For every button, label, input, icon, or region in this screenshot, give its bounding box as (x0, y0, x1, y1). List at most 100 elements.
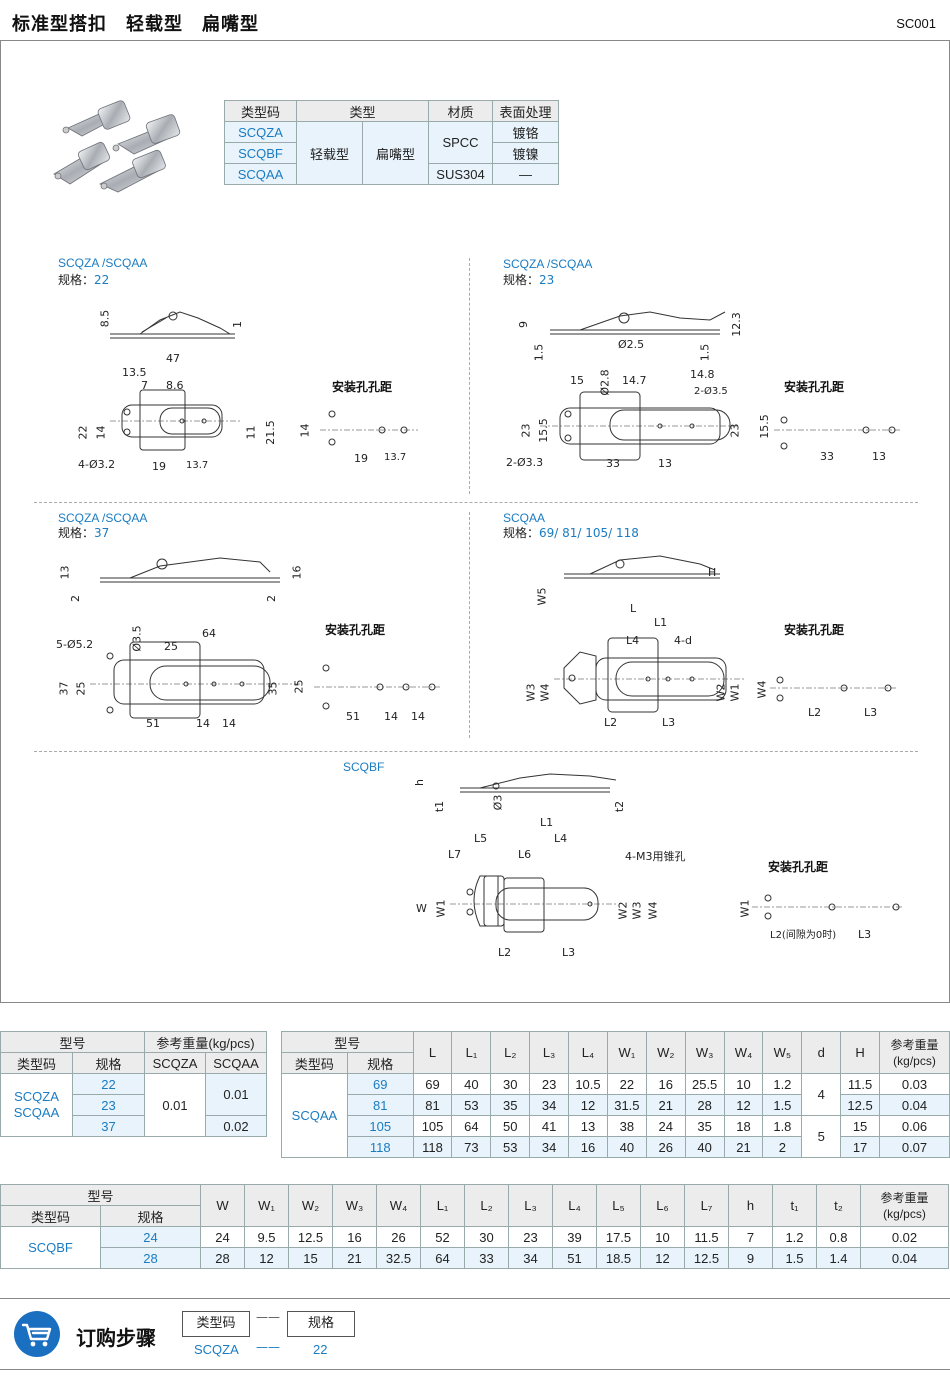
latch-photo-icon (53, 100, 181, 193)
col-header: L₃ (529, 1031, 570, 1074)
s1-spec: 规格：22 (58, 273, 110, 287)
dim-label: L6 (518, 848, 532, 861)
dim-label: W5 (535, 587, 549, 606)
col-header: W₁ (244, 1184, 289, 1227)
value-cell: 34 (529, 1136, 570, 1158)
col-header: t₁ (772, 1184, 817, 1227)
mount-label: 安装孔孔距 (768, 860, 829, 874)
cart-icon (14, 1311, 60, 1357)
dim-label: 19 (354, 452, 368, 465)
spec-cell: 22 (72, 1073, 145, 1095)
col-header: W₄ (376, 1184, 421, 1227)
value-cell: 69 (412, 1073, 453, 1095)
dim-label: 4-M3用锥孔 (625, 850, 686, 863)
dim-label: L7 (448, 848, 462, 861)
s2-drawing (540, 311, 740, 461)
dim-label: 13 (658, 457, 672, 470)
s1-codes: SCQZA /SCQAA (58, 256, 148, 270)
dim-label: 13.7 (186, 460, 209, 471)
dim-label: 14 (411, 710, 425, 723)
col-header: L₄ (568, 1031, 608, 1074)
section-divider-v (469, 512, 470, 738)
page-title: 标准型搭扣 轻载型 扁嘴型 (12, 14, 259, 35)
dim-label: L1 (540, 816, 554, 829)
s5-mount-drawing (752, 894, 902, 920)
type-code-cell: SCQAA (224, 163, 297, 185)
weight-cell: 0.02 (860, 1226, 949, 1248)
s5-codes: SCQBF (343, 760, 385, 774)
dim-label: W4 (755, 680, 769, 699)
dim-label: L2(间隙为0时) (770, 930, 837, 941)
s3-mount-drawing (314, 664, 442, 710)
col-header: W₄ (723, 1031, 764, 1074)
dim-label: 5-Ø5.2 (56, 638, 94, 651)
value-cell: 24 (645, 1115, 686, 1137)
s3-drawing (90, 557, 300, 719)
dimension-table-aa: 型号 L L₁ L₂ L₃ L₄ W₁ W₂ W₃ W₄ W₅ d H 参考重量… (281, 1031, 950, 1158)
dim-label: 11 (244, 425, 258, 440)
dim-label: Ø3 (491, 794, 505, 811)
value-cell: 64 (451, 1115, 492, 1137)
dim-label: 15.5 (757, 414, 771, 439)
dim-label: Ø3.5 (130, 625, 144, 652)
value-cell: 21 (332, 1247, 377, 1269)
value-cell: 23 (508, 1226, 553, 1248)
value-cell: 11.5 (684, 1226, 729, 1248)
dim-label: L3 (662, 716, 676, 729)
col-header: L₅ (596, 1184, 641, 1227)
spec-cell: 28 (100, 1247, 201, 1269)
value-cell: 41 (529, 1115, 570, 1137)
col-header: L₁ (451, 1031, 492, 1074)
value-cell: 10 (640, 1226, 685, 1248)
weight-header: 参考重量(kg/pcs) (144, 1031, 267, 1053)
col-type: 类型码 (0, 1052, 73, 1074)
value-cell: 12 (244, 1247, 289, 1269)
dim-label: L3 (858, 928, 872, 941)
value-cell: 12 (723, 1094, 764, 1116)
value-cell: 1.4 (816, 1247, 861, 1269)
type-table-header-finish: 表面处理 (492, 100, 559, 122)
s4-codes: SCQAA (503, 511, 546, 525)
dim-label: 25 (74, 681, 88, 696)
dim-label: 13.7 (384, 452, 407, 463)
dim-label: 1.5 (698, 343, 712, 362)
mount-label: 安装孔孔距 (325, 623, 386, 637)
value-cell: 51 (552, 1247, 597, 1269)
dim-label: W2 (714, 683, 728, 702)
dim-label: 51 (346, 710, 360, 723)
value-cell: 1.2 (762, 1073, 803, 1095)
col-header: W₂ (288, 1184, 333, 1227)
value-cell: 15 (840, 1115, 881, 1137)
product-photo (48, 88, 198, 198)
spec-cell: 37 (72, 1115, 145, 1137)
spec-cell: 81 (346, 1094, 414, 1116)
value-cell: 32.5 (376, 1247, 421, 1269)
dim-label: L3 (562, 946, 576, 959)
weight-cell: 0.03 (879, 1073, 950, 1095)
dim-label: 15 (570, 374, 584, 387)
finish-cell: 镀铬 (492, 121, 559, 143)
col-header: H (840, 1031, 881, 1074)
dim-label: t1 (433, 800, 447, 813)
weight-header: 参考重量(kg/pcs) (860, 1184, 949, 1227)
col-header: W₂ (645, 1031, 686, 1074)
dim-label: 14.7 (622, 374, 647, 387)
dim-label: W3 (524, 683, 538, 702)
mount-label: 安装孔孔距 (332, 380, 393, 394)
dim-label: 15.5 (536, 418, 550, 443)
type-table-header-material: 材质 (428, 100, 493, 122)
dim-label: 8.6 (166, 379, 184, 392)
mount-label: 安装孔孔距 (784, 623, 845, 637)
s2-codes: SCQZA /SCQAA (503, 257, 593, 271)
value-cell: 25.5 (684, 1073, 725, 1095)
dim-label: 8.5 (98, 309, 112, 328)
col-header: L₁ (420, 1184, 465, 1227)
type-table: 类型码 类型 材质 表面处理 SCQZA 轻载型 扁嘴型 SPCC 镀铬 SCQ… (224, 100, 559, 185)
value-cell: 52 (420, 1226, 465, 1248)
dim-label: L3 (864, 706, 878, 719)
dim-label: 51 (146, 717, 160, 730)
dim-label: 2-Ø3.5 (694, 386, 728, 397)
dim-label: 21.5 (263, 420, 277, 445)
value-cell: 81 (412, 1094, 453, 1116)
order-title: 订购步骤 (76, 1326, 156, 1350)
